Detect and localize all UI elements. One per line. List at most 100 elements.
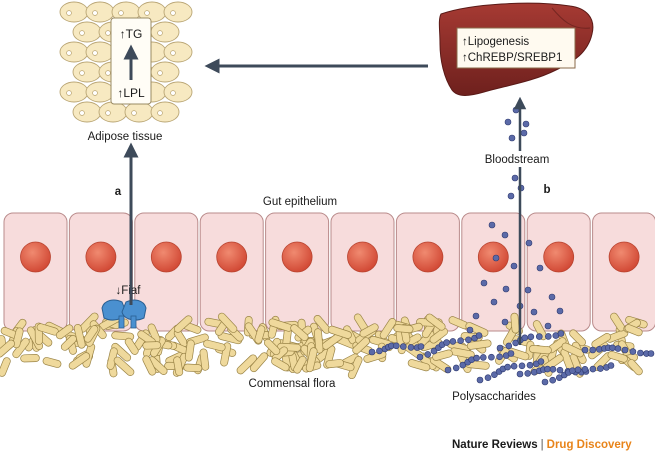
polysaccharide-bead-icon bbox=[527, 333, 535, 341]
journal-credit: Nature Reviews|Drug Discovery bbox=[452, 439, 632, 451]
polysaccharide-bead-icon bbox=[629, 348, 637, 355]
bacteria-icon bbox=[569, 329, 586, 347]
bacteria-icon bbox=[624, 324, 643, 337]
polysaccharide-bead-icon bbox=[621, 346, 629, 354]
adipocyte-nucleus bbox=[157, 70, 163, 76]
adipocyte-cell bbox=[72, 61, 102, 83]
adipocyte-nucleus bbox=[66, 90, 72, 96]
bacteria-icon bbox=[249, 352, 269, 373]
polysaccharide-bead-icon bbox=[443, 339, 450, 346]
polysaccharide-bead-icon bbox=[541, 378, 549, 386]
cell-nucleus bbox=[412, 241, 444, 273]
polysaccharide-bead-icon bbox=[475, 332, 483, 339]
polysaccharide-bead-icon bbox=[581, 346, 589, 354]
polysaccharide-bead-icon bbox=[504, 363, 511, 371]
bacteria-icon bbox=[532, 320, 548, 341]
bacteria-icon bbox=[42, 357, 62, 368]
polysaccharide-bead-icon bbox=[507, 350, 515, 357]
adipocyte-nucleus bbox=[92, 10, 98, 16]
adipocyte-nucleus bbox=[105, 70, 111, 76]
polysaccharide-bead-icon bbox=[548, 293, 556, 301]
bacteria-icon bbox=[393, 324, 414, 334]
polysaccharide-bead-icon bbox=[452, 364, 460, 372]
polysaccharide-bead-icon bbox=[569, 367, 576, 375]
polysaccharide-bead-icon bbox=[589, 365, 597, 373]
bacteria-icon bbox=[263, 338, 281, 356]
fiaf-receptor-icon bbox=[101, 299, 147, 329]
polysaccharide-bead-icon bbox=[488, 353, 495, 361]
bacteria-icon bbox=[199, 348, 210, 371]
adipocyte-cell bbox=[98, 101, 128, 123]
adipocyte-nucleus bbox=[170, 90, 176, 96]
bacteria-icon bbox=[429, 327, 449, 344]
bacteria-icon bbox=[465, 322, 489, 337]
polysaccharide-bead-icon bbox=[614, 345, 622, 352]
bacteria-icon bbox=[290, 324, 309, 342]
polysaccharide-bead-icon bbox=[501, 318, 509, 326]
bacteria-icon bbox=[591, 333, 611, 349]
polysaccharide-bead-icon bbox=[556, 307, 564, 315]
bacteria-icon bbox=[111, 342, 132, 362]
bacteria-icon bbox=[561, 342, 585, 358]
cell-nucleus bbox=[608, 241, 640, 273]
polysaccharide-bead-icon bbox=[417, 343, 425, 350]
polysaccharide-bead-icon bbox=[496, 353, 503, 361]
gut-epithelium-label: Gut epithelium bbox=[263, 196, 337, 208]
polysaccharide-bead-icon bbox=[524, 286, 532, 294]
adipocyte-cell bbox=[59, 81, 89, 103]
polysaccharide-bead-icon bbox=[392, 342, 400, 350]
polysaccharide-bead-icon bbox=[525, 239, 533, 247]
polysaccharide-bead-icon bbox=[407, 344, 415, 351]
polysaccharide-bead-icon bbox=[536, 264, 544, 272]
adipocyte-nucleus bbox=[92, 90, 98, 96]
polysaccharide-bead-icon bbox=[549, 365, 557, 373]
adipocyte-cell bbox=[163, 81, 193, 103]
bacteria-icon bbox=[352, 337, 370, 355]
bacteria-icon bbox=[12, 327, 24, 349]
bacteria-icon bbox=[73, 324, 86, 349]
adipocyte-nucleus bbox=[170, 50, 176, 56]
bloodstream-label-bg bbox=[478, 151, 556, 167]
bacteria-icon bbox=[407, 359, 431, 372]
polysaccharide-bead-icon bbox=[479, 354, 487, 361]
polysaccharide-bead-icon bbox=[466, 326, 474, 334]
bacteria-icon bbox=[510, 312, 520, 334]
adipocyte-nucleus bbox=[144, 10, 150, 16]
polysaccharide-bead-icon bbox=[510, 262, 518, 270]
polysaccharide-bead-icon bbox=[544, 365, 551, 373]
adipocyte-cell bbox=[85, 41, 115, 63]
gut-epithelium bbox=[3, 212, 655, 332]
polysaccharide-bead-icon bbox=[490, 298, 498, 306]
bacteria-icon bbox=[220, 342, 232, 367]
polysaccharide-bead-icon bbox=[480, 279, 488, 287]
cell-nucleus bbox=[150, 241, 182, 273]
polysaccharide-bead-icon bbox=[581, 365, 589, 373]
polysaccharide-bead-icon bbox=[472, 312, 480, 320]
credit-separator: | bbox=[540, 439, 544, 451]
bacteria-icon bbox=[271, 357, 290, 372]
polysaccharide-bead-icon bbox=[368, 348, 376, 356]
polysaccharide-bead-icon bbox=[449, 338, 457, 345]
polysaccharide-bead-icon bbox=[505, 342, 513, 350]
polysaccharide-bead-icon bbox=[484, 374, 492, 382]
polysaccharide-bead-icon bbox=[526, 361, 534, 369]
bacteria-icon bbox=[305, 347, 318, 373]
adipocyte-nucleus bbox=[118, 10, 124, 16]
bacteria-icon bbox=[173, 356, 184, 377]
bacteria-icon bbox=[627, 359, 643, 376]
bacteria-icon bbox=[610, 312, 626, 332]
polysaccharide-bead-icon bbox=[607, 362, 615, 369]
adipocyte-cell bbox=[72, 21, 102, 43]
polysaccharide-bead-icon bbox=[511, 174, 519, 182]
cell-nucleus bbox=[216, 241, 248, 273]
tg-label: ↑TG bbox=[120, 27, 143, 41]
bacteria-icon bbox=[83, 325, 99, 343]
polysaccharide-bead-icon bbox=[488, 221, 496, 229]
pathway-a-label: a bbox=[115, 186, 122, 198]
bacteria-icon bbox=[142, 355, 157, 376]
adipocyte-cell bbox=[85, 1, 115, 23]
bacteria-icon bbox=[359, 323, 379, 338]
polysaccharide-bead-icon bbox=[416, 353, 424, 361]
polysaccharide-bead-icon bbox=[459, 361, 467, 369]
